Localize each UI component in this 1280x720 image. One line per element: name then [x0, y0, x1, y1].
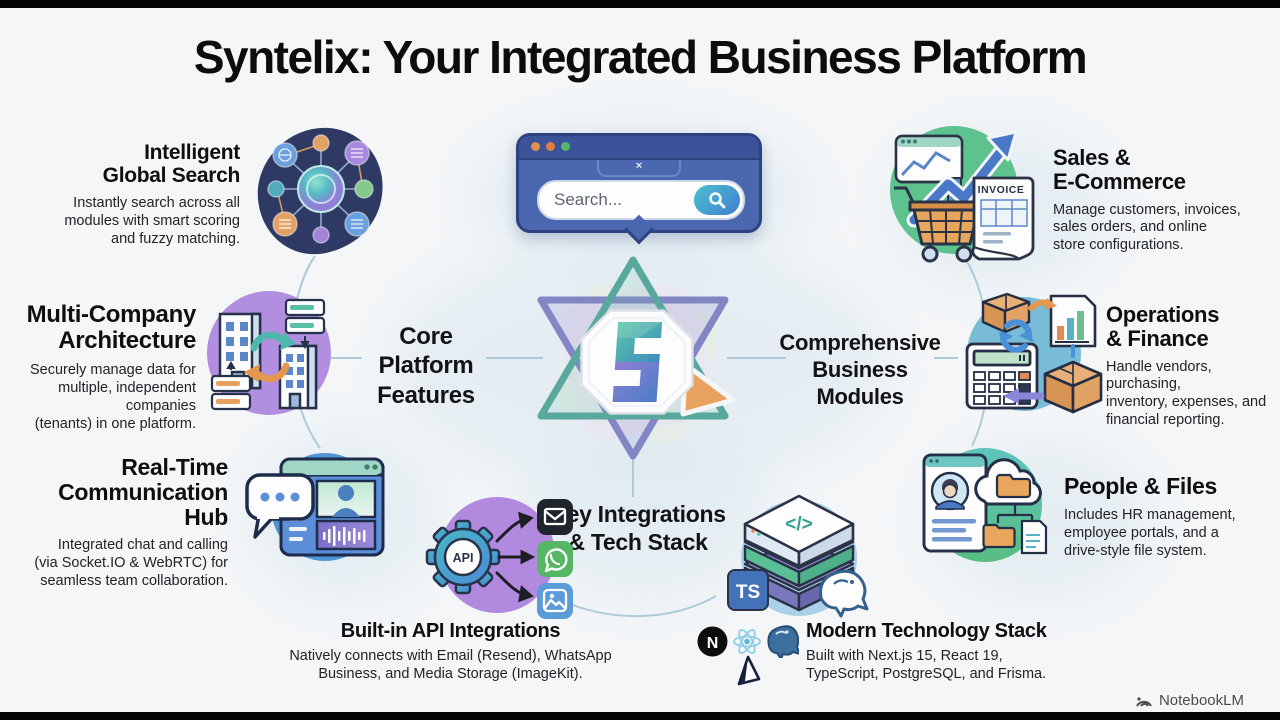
buildings-sync-icon [207, 291, 331, 415]
feature-realtime-hub: Real-Time Communication Hub Integrated c… [16, 454, 228, 591]
syntelix-logo [537, 256, 736, 460]
module-title: People & Files [1064, 473, 1218, 499]
hub-core-platform-features: Core Platform Features [377, 323, 475, 409]
watermark-label: NotebookLM [1158, 692, 1244, 709]
network-search-icon [257, 127, 383, 255]
modern-tech-title: Modern Technology Stack [806, 620, 1047, 642]
notebooklm-icon [1136, 697, 1152, 707]
svg-text:N: N [707, 635, 719, 652]
media-storage-icon [537, 583, 573, 619]
chat-video-call-icon [245, 453, 385, 561]
tech-stack-icon: </> TS [727, 494, 869, 618]
cart-invoice-growth-icon: INVOICE [890, 126, 1035, 263]
whatsapp-icon [537, 541, 573, 577]
api-gear-label: API [453, 551, 474, 565]
browser-window: × Search... [516, 133, 762, 245]
window-dot-icon [561, 142, 570, 151]
letterbox-bar [0, 0, 1280, 8]
window-dot-icon [531, 142, 540, 151]
feature-multi-company: Multi-Company Architecture Securely mana… [0, 301, 197, 434]
feature-desc: Securely manage data for multiple, indep… [29, 361, 196, 432]
prisma-icon [737, 655, 761, 686]
api-gear-integrations-icon: API [425, 497, 573, 619]
letterbox-bar [0, 712, 1280, 720]
feature-intelligent-global-search: Intelligent Global Search Instantly sear… [28, 141, 241, 249]
feature-desc: Integrated chat and calling (via Socket.… [34, 537, 228, 590]
search-input: Search... [537, 180, 745, 220]
module-desc: Handle vendors, purchasing, inventory, e… [1106, 358, 1267, 429]
builtin-api-integrations: Built-in API Integrations Natively conne… [288, 620, 613, 683]
postgresql-icon [767, 625, 799, 658]
module-title: Operations & Finance [1106, 302, 1220, 351]
module-desc: Includes HR management, employee portals… [1064, 506, 1236, 559]
svg-text:TS: TS [736, 582, 760, 603]
watermark: NotebookLM [1135, 692, 1244, 709]
feature-desc: Instantly search across all modules with… [64, 195, 240, 248]
typescript-icon: TS [727, 569, 769, 611]
magnifier-icon [709, 192, 726, 209]
invoice-label: INVOICE [978, 184, 1025, 196]
nextjs-icon: N [697, 626, 728, 657]
postgresql-icon [819, 569, 869, 618]
feature-title: Real-Time Communication Hub [58, 454, 228, 530]
calculator-boxes-icon [965, 292, 1103, 414]
search-placeholder: Search... [554, 190, 623, 209]
code-glyph: </> [785, 514, 812, 535]
module-sales-ecommerce: Sales & E-Commerce Manage customers, inv… [1053, 146, 1278, 255]
browser-titlebar [519, 136, 759, 160]
feature-title: Intelligent Global Search [102, 141, 241, 187]
module-title: Sales & E-Commerce [1053, 145, 1186, 194]
window-dot-icon [546, 142, 555, 151]
page-title: Syntelix: Your Integrated Business Platf… [193, 31, 1088, 83]
browser-tab: × [597, 160, 681, 177]
module-desc: Manage customers, invoices, sales orders… [1053, 201, 1241, 254]
module-operations-finance: Operations & Finance Handle vendors, pur… [1106, 303, 1280, 430]
search-button [694, 185, 740, 215]
hub-comprehensive-business-modules: Comprehensive Business Modules [779, 330, 941, 409]
modern-tech-stack: Modern Technology Stack Built with Next.… [806, 620, 1076, 683]
modern-tech-desc: Built with Next.js 15, React 19, TypeScr… [806, 648, 1047, 683]
tab-close-icon: × [635, 160, 643, 172]
react-icon [733, 629, 761, 654]
profile-cloud-folder-icon [922, 448, 1048, 562]
email-icon [537, 499, 573, 535]
builtin-api-desc: Natively connects with Email (Resend), W… [289, 648, 612, 683]
module-people-files: People & Files Includes HR management, e… [1064, 474, 1279, 561]
builtin-api-title: Built-in API Integrations [340, 620, 561, 642]
feature-title: Multi-Company Architecture [26, 301, 197, 354]
